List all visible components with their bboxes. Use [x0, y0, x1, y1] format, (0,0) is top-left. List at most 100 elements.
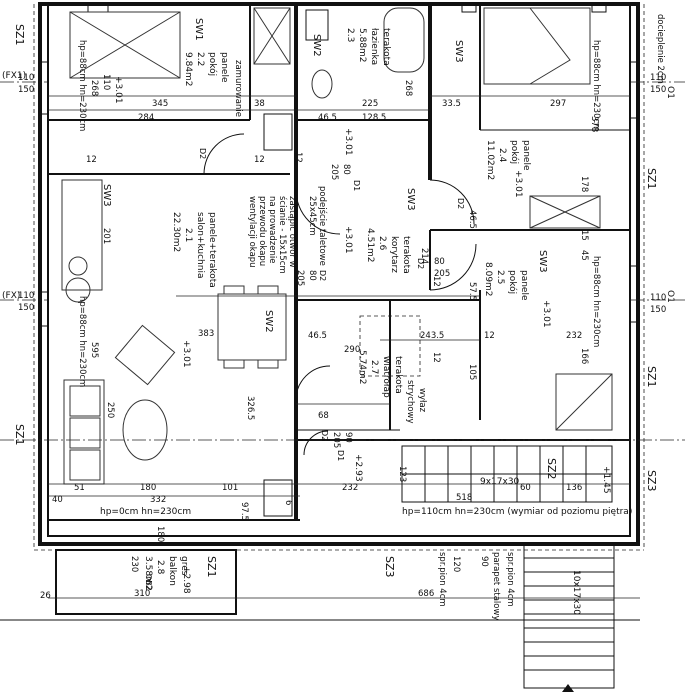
dim-232-b: 232: [342, 483, 358, 493]
dim-326-5: 326.5: [245, 396, 255, 420]
hp-left-2: hp=88cm hn=230cm: [77, 296, 87, 387]
room-2-1-id: 2.1: [183, 228, 193, 242]
tag-sw3-c: SW3: [405, 188, 416, 211]
dim-180-a: 180: [140, 483, 156, 493]
dimension-values: 268 110 110 150 345 38 225 33.5 297 284 …: [18, 73, 666, 601]
tag-d2-b: D2: [456, 198, 465, 209]
otwor-line2: ścianie - 15x15cm: [277, 196, 288, 274]
dim-686: 686: [418, 589, 434, 599]
room-2-3-floor: terakota: [381, 28, 391, 66]
direction-arrow-icon: [562, 684, 574, 692]
dim-105: 105: [467, 364, 477, 380]
tag-d2-c: D2: [416, 258, 425, 269]
element-tags: SZ1 SZ1 SZ1 SZ1 SZ1 SZ2 SZ3 SZ3 SW1 SW2 …: [2, 18, 675, 591]
level-a: +3.01: [113, 76, 123, 104]
dim-201: 201: [101, 228, 111, 244]
dim-180-b: 180: [155, 526, 165, 542]
zamurowanie-note: zamurowanie: [233, 60, 243, 117]
tag-d1-b: D1: [336, 450, 345, 461]
room-2-1-floor: panele+terakota: [207, 212, 217, 288]
room-2-8-floor: gres: [179, 556, 189, 576]
dim-230: 230: [129, 556, 139, 572]
dim-150-left-2: 150: [18, 303, 34, 313]
room-2-6-floor: terakota: [401, 236, 411, 274]
room-2-8-name: balkon: [167, 556, 177, 586]
tag-o1-a: O1: [665, 86, 675, 99]
room-2-2-id: 2.2: [195, 52, 205, 66]
room-2-5-id: 2.5: [495, 270, 505, 284]
tag-d2-a: D2: [198, 148, 207, 159]
tag-d1-a: D1: [352, 180, 361, 191]
dim-166: 166: [579, 348, 589, 364]
room-2-7-floor: terakota: [393, 356, 403, 394]
otwor-line4: przewodu okapu: [257, 196, 267, 266]
room-2-3-name: łazienka: [369, 28, 379, 65]
dim-90-a: 90: [343, 432, 353, 443]
room-2-2-finish: pokój: [207, 52, 218, 76]
room-2-4-id: 2.4: [497, 148, 507, 163]
level-e: +3.01: [541, 300, 551, 328]
room-2-4-name: pokój: [509, 140, 520, 164]
dim-6: 6: [283, 500, 293, 505]
dim-110-left: 110: [18, 73, 34, 83]
windows: [39, 3, 639, 327]
dim-595: 595: [89, 342, 99, 358]
stairs-ext-label: 10x17x30: [571, 570, 581, 615]
dim-120: 120: [451, 556, 461, 572]
tag-sz3-a: SZ3: [645, 470, 658, 492]
level-h: +2.98: [181, 566, 191, 594]
stairs: [401, 445, 615, 689]
tag-fx2: (FX): [2, 291, 20, 301]
dim-60: 60: [520, 483, 531, 493]
dim-15: 15: [579, 230, 589, 241]
room-2-2-floor: panele: [219, 52, 229, 83]
dim-40: 40: [52, 495, 63, 505]
dim-46-5-c: 46.5: [467, 210, 477, 229]
room-2-3-area: 5.88m2: [357, 28, 367, 63]
tag-sw3-d: SW3: [537, 250, 548, 273]
dim-38: 38: [254, 99, 265, 109]
tag-sw2-a: SW2: [311, 34, 322, 57]
room-labels: 2.2 pokój 9.84m2 panele 2.3 5.88m2 łazie…: [143, 28, 531, 591]
dim-345: 345: [152, 99, 168, 109]
dim-178: 178: [579, 176, 589, 192]
sprpion-note-2: spr.pion 4cm: [505, 552, 515, 607]
dim-46-5-a: 46.5: [318, 113, 337, 123]
room-2-3-id: 2.3: [345, 28, 355, 42]
dim-214: 214: [419, 248, 429, 264]
level-i: +1.45: [601, 466, 611, 494]
hp-left-1: hp=88cm hn=230cm: [77, 40, 87, 131]
wyloz-note: wyłaz: [417, 388, 427, 413]
tag-sw3-a: SW3: [453, 40, 464, 63]
podejscie-size: 25x45cm: [307, 196, 317, 236]
tag-sz1-b: SZ1: [13, 424, 26, 446]
tag-d2-d: D2: [318, 270, 327, 281]
dim-225: 225: [362, 99, 378, 109]
tag-sw2-b: SW2: [263, 310, 274, 333]
level-b: +3.01: [343, 128, 353, 156]
hp-stair-note: hp=110cm hn=230cm (wymiar od poziomu pię…: [402, 507, 632, 517]
dim-123: 123: [397, 466, 407, 482]
parapet-note: parapet stalowy: [491, 552, 501, 620]
room-2-2-area: 9.84m2: [183, 52, 193, 87]
tag-sz3-b: SZ3: [383, 556, 396, 578]
axis-lines: [0, 81, 685, 621]
dim-205-a: 205: [329, 164, 339, 180]
dim-80-a: 80: [341, 164, 351, 175]
dim-101: 101: [222, 483, 238, 493]
tag-o1-b: O1: [665, 290, 675, 303]
room-2-5-area: 8.09m2: [483, 262, 493, 297]
dim-518: 518: [456, 493, 472, 503]
tag-sz1-c: SZ1: [645, 168, 658, 190]
dim-284: 284: [138, 113, 154, 123]
dim-51: 51: [74, 483, 85, 493]
tag-sw1: SW1: [193, 18, 204, 41]
notes: zamurowanie podejście taletowe 25x45cm z…: [77, 14, 665, 620]
otwor-line1: zastąpić otwór w: [287, 196, 298, 268]
room-2-4-floor: panele: [521, 140, 531, 171]
tag-fx1: (FX1): [2, 71, 26, 81]
hp-bottom-note: hp=0cm hn=230cm: [100, 507, 191, 517]
furniture: [55, 7, 615, 689]
dim-110-right-2: 110: [650, 293, 666, 303]
level-c: +3.01: [513, 170, 523, 198]
